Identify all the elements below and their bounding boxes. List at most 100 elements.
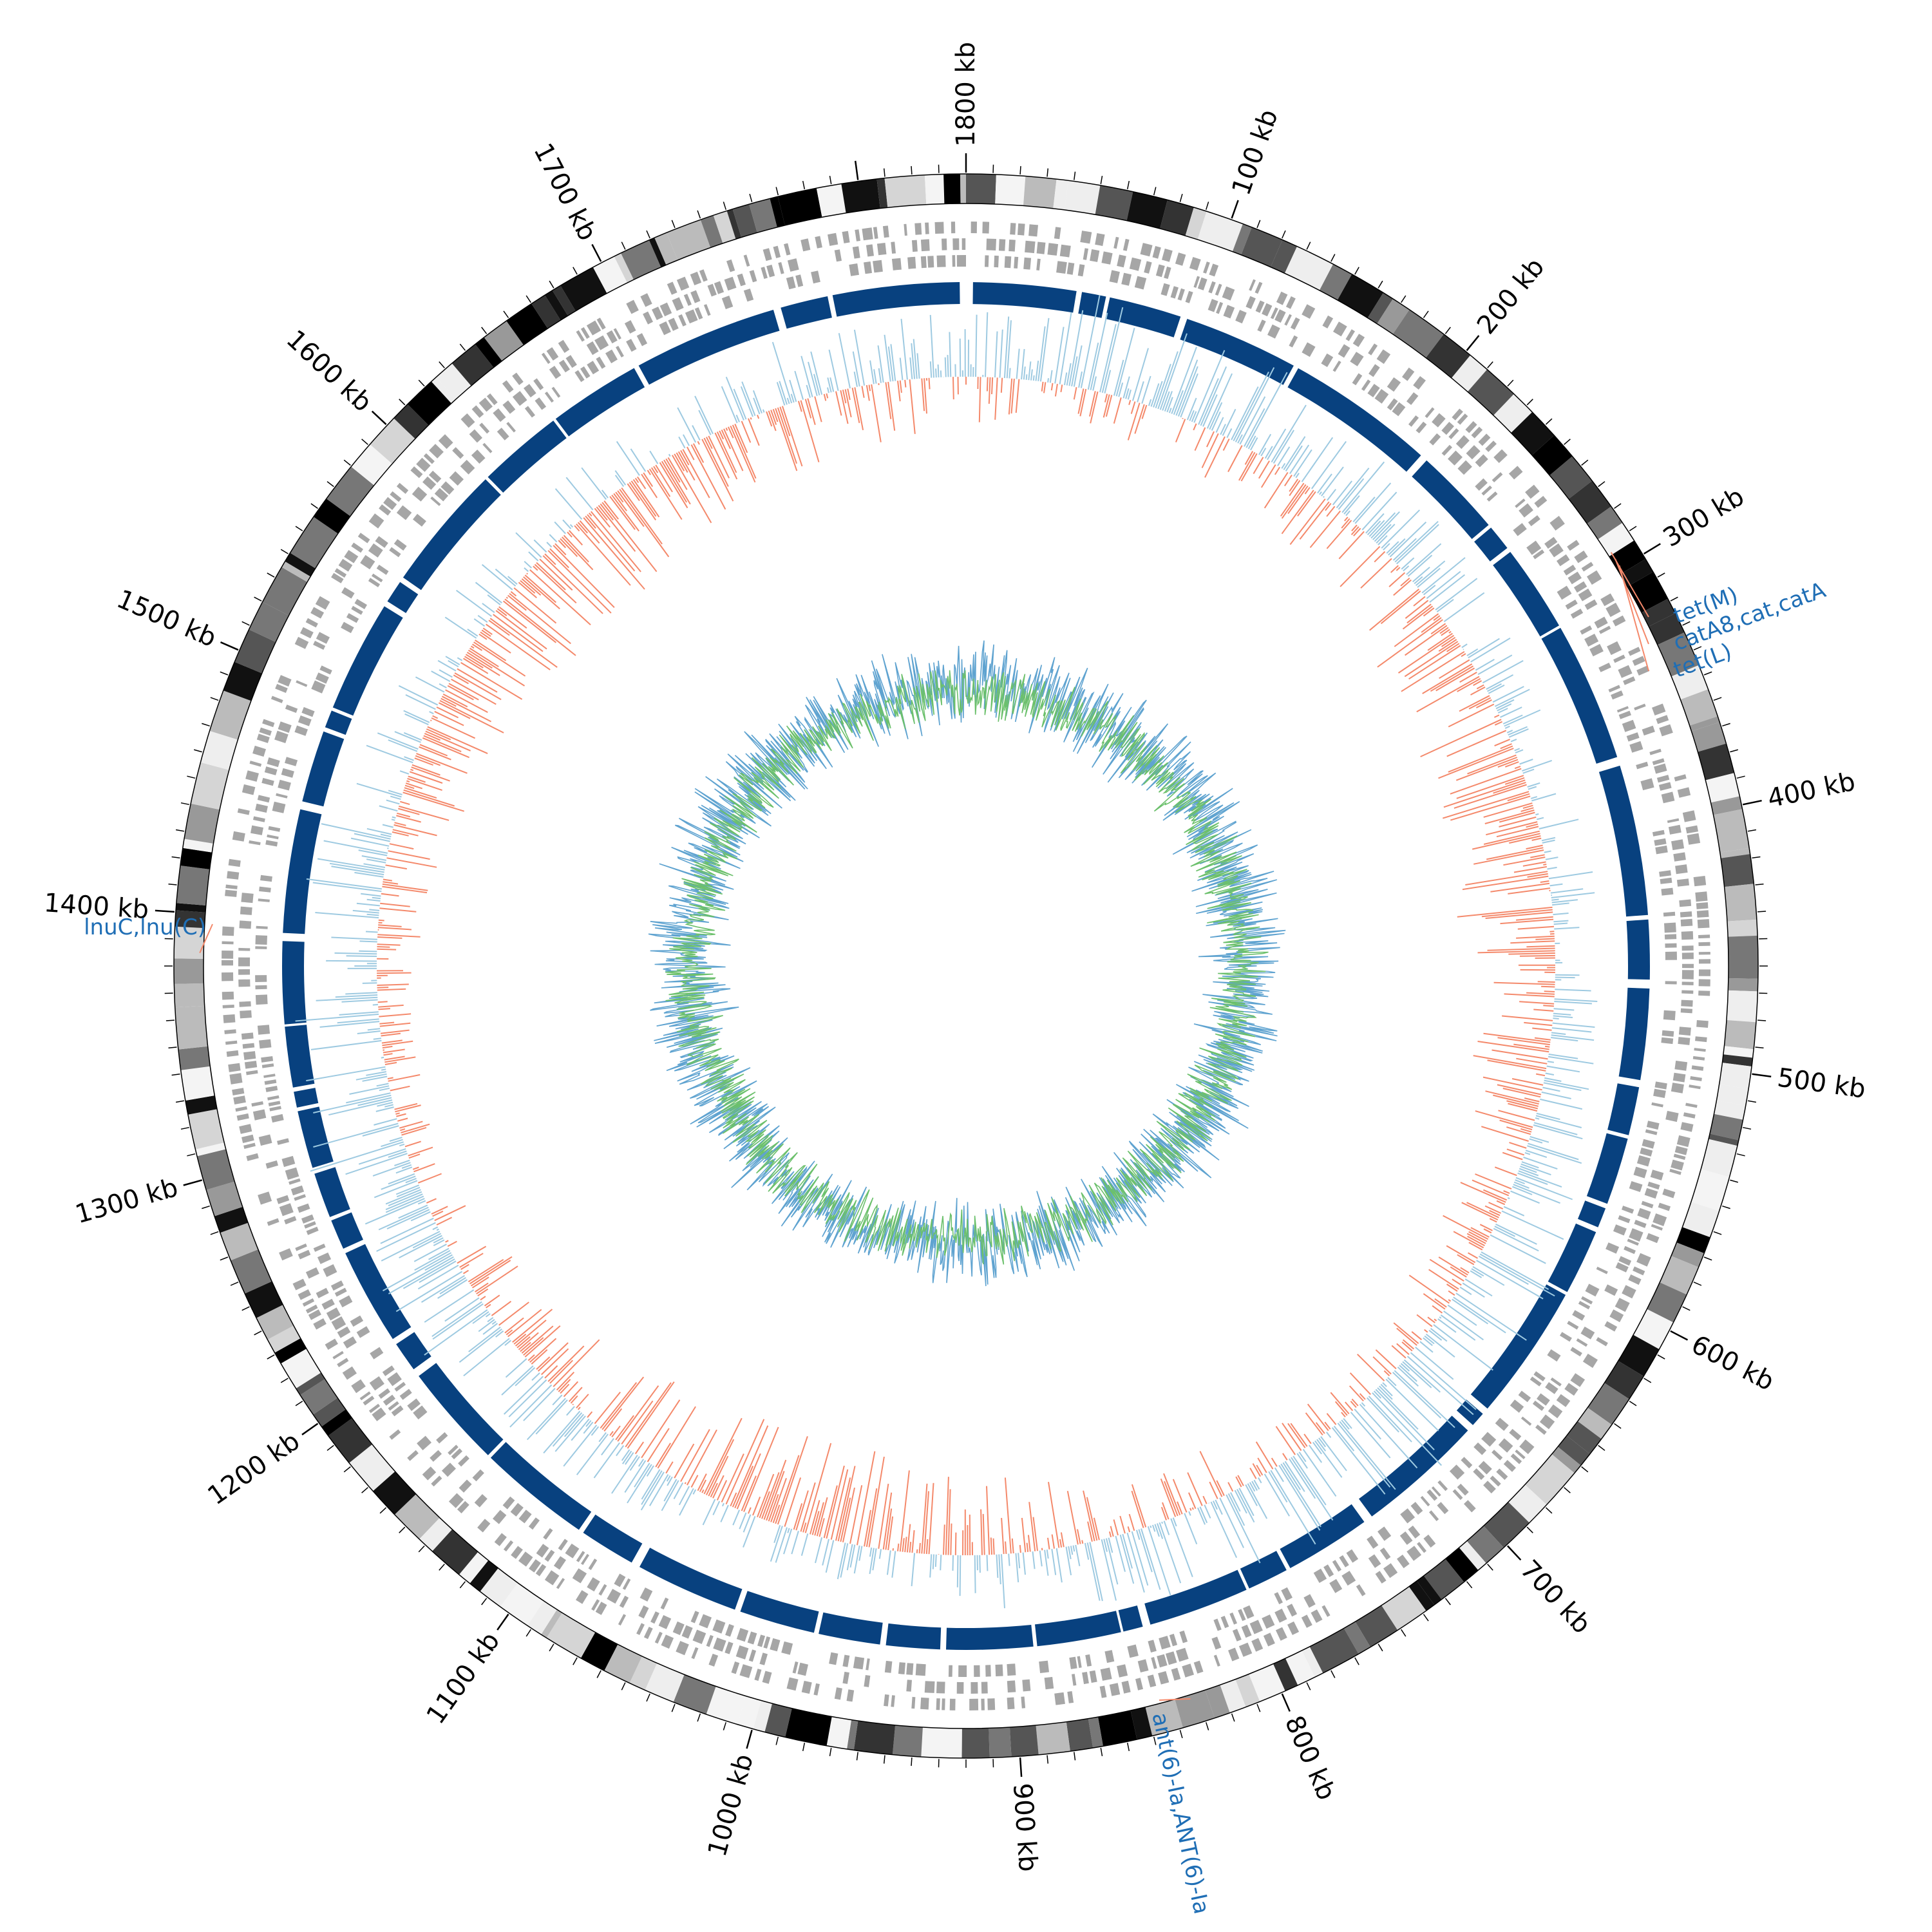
ideogram-band [1511,412,1555,455]
gene-block [1481,485,1492,496]
minor-tick [1019,166,1021,175]
minor-tick [171,856,180,858]
ideogram-band [285,553,316,577]
gene-block [1661,1037,1674,1045]
skew-bar-positive [1023,366,1026,380]
gene-block [260,875,272,882]
tick-label: 600 kb [1687,1330,1779,1397]
skew-bar-negative [389,843,414,850]
skew-bar-negative [1423,1293,1446,1310]
skew-bar-negative [1108,1531,1112,1538]
minor-tick [1629,526,1637,531]
skew-bar-negative [544,553,556,565]
skew-bar-negative [1289,480,1301,497]
gene-block [323,1264,337,1277]
contig-segment [294,1088,319,1108]
major-tick [1643,543,1661,554]
skew-bar-positive [743,1514,752,1533]
skew-bar-positive [1320,1435,1347,1472]
gene-block [985,255,989,267]
skew-bar-positive [507,576,518,585]
skew-bar-positive [621,1449,630,1461]
gene-block [1664,934,1677,940]
gene-block [995,1664,1003,1676]
skew-bar-positive [598,1432,607,1443]
gene-block [1289,335,1298,348]
gene-block [761,267,768,279]
skew-bar-negative [986,377,989,392]
skew-bar-positive [1522,768,1535,774]
gene-block [1044,1676,1054,1690]
skew-bar-negative [674,1443,695,1479]
gene-block [279,1203,294,1217]
gene-block [596,317,606,330]
ideogram-band [459,1551,489,1584]
skew-bar-positive [1354,1408,1381,1440]
skew-bar-negative [795,1490,809,1531]
gene-block [757,1634,766,1647]
gene-block [422,1466,437,1481]
skew-bar-negative [431,1206,448,1215]
skew-bar-negative [1492,1049,1548,1060]
gene-block [255,985,267,990]
skew-bar-positive [1312,1441,1322,1455]
skew-bar-positive [431,670,451,682]
ideogram-band [328,1418,372,1463]
skew-bar-positive [1536,1112,1560,1121]
skew-bar-positive [1281,462,1286,469]
gene-block [828,232,838,246]
gene-block [1004,256,1012,269]
gene-block [1147,1674,1157,1687]
skew-bar-negative [536,562,566,591]
gene-block [1039,1660,1049,1673]
skew-bar-negative [1307,1403,1329,1432]
skew-bar-negative [1503,1190,1510,1194]
skew-bar-positive [457,657,463,661]
skew-bar-positive [1035,360,1039,381]
skew-bar-positive [1495,699,1515,710]
ideogram-band [262,567,308,616]
skew-bar-positive [1522,759,1553,772]
skew-bar-negative [1416,1314,1433,1327]
skew-bar-negative [1356,1354,1385,1382]
gene-block [261,1063,274,1068]
gene-block [1570,609,1584,619]
skew-bar-negative [513,587,557,624]
skew-bar-positive [1512,1186,1533,1195]
gene-block [271,1113,284,1123]
skew-bar-positive [388,1173,415,1185]
skew-bar-positive [1548,871,1593,880]
ideogram-band [176,903,206,913]
skew-bar-negative [1457,677,1481,692]
skew-bar-negative [1408,1274,1450,1304]
skew-bar-negative [1530,854,1545,858]
skew-bar-positive [1508,728,1529,738]
skew-bar-negative [556,1372,575,1391]
skew-bar-negative [587,1411,593,1418]
skew-bar-positive [1437,1318,1457,1333]
skew-bar-positive [1504,709,1541,727]
skew-bar-positive [381,1068,386,1071]
ideogram-band [943,174,961,204]
skew-bar-positive [313,1122,399,1148]
minor-tick [723,1722,727,1730]
gene-block [1018,223,1025,236]
gene-block [558,1539,568,1551]
skew-bar-negative [1341,1412,1346,1417]
ideogram-band [1023,176,1057,209]
skew-bar-positive [1258,433,1272,455]
skew-bar-negative [659,462,688,509]
gene-block [737,273,746,287]
ideogram-band [629,1656,658,1690]
major-tick [1752,1073,1772,1078]
gene-block [1674,774,1687,782]
skew-bar-positive [473,618,486,627]
skew-bar-positive [601,489,609,498]
minor-tick [883,168,886,177]
gene-block [598,1584,607,1596]
skew-bar-positive [1529,1138,1543,1144]
skew-bar-positive [1494,1226,1515,1237]
gene-block [1455,435,1470,450]
skew-bar-negative [415,755,441,766]
skew-bar-positive [743,1516,756,1548]
